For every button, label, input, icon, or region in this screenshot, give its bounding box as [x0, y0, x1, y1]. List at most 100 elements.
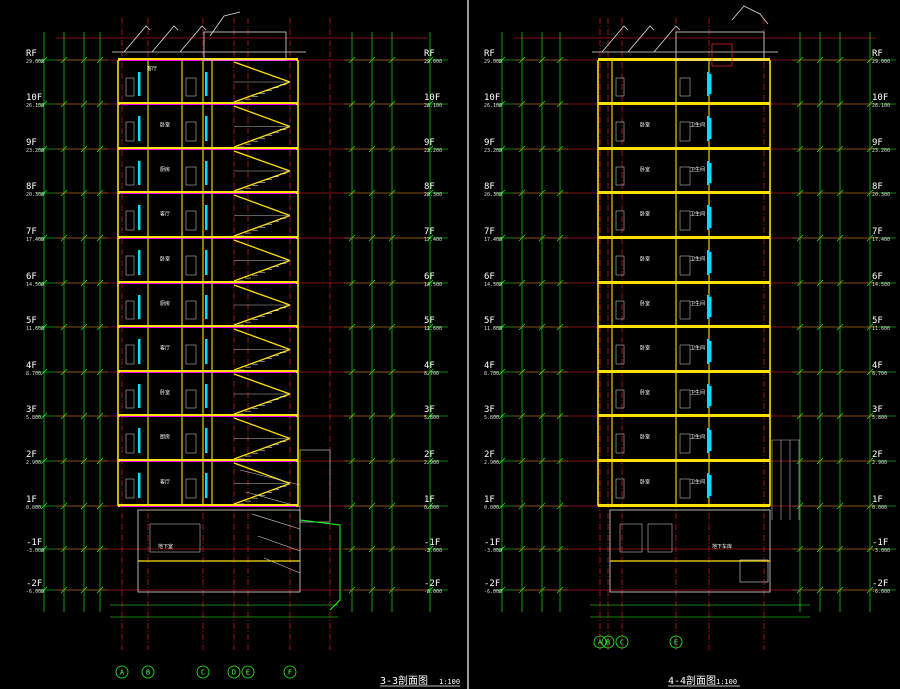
door-opening: [679, 344, 691, 365]
elevation-right: 23.200: [872, 148, 890, 154]
stair-flight-down: [233, 328, 291, 351]
door-opening: [679, 433, 691, 454]
floor-slab: [598, 58, 770, 61]
floor-label-right: 9F: [872, 138, 883, 148]
door-opening: [615, 389, 625, 409]
window-inner: [205, 295, 208, 319]
door-opening: [125, 478, 135, 499]
roof-machine-room: [203, 31, 287, 61]
basement-pit: [739, 559, 769, 583]
door-opening: [679, 121, 691, 142]
basement-stair: [239, 469, 301, 486]
window: [707, 250, 710, 275]
floor-slab: [118, 191, 298, 194]
roof-truss: [123, 25, 151, 53]
right-section-title: 4-4剖面图: [668, 674, 716, 687]
room-label: 卧室: [160, 122, 170, 129]
retaining-wall: [299, 519, 341, 611]
elevation-right: 5.800: [424, 415, 439, 421]
floor-label-right: 2F: [424, 450, 435, 460]
door-opening: [679, 389, 691, 409]
elevation-right: 26.100: [424, 103, 442, 109]
floor-slab: [598, 236, 770, 239]
floor-label-right: 10F: [424, 93, 440, 103]
floor-slab: [598, 325, 770, 328]
elevation-right: 2.900: [872, 460, 887, 466]
door-opening: [185, 433, 197, 454]
floor-label-left: -2F: [26, 579, 42, 589]
floor-slab: [118, 102, 298, 105]
floor-slab: [118, 325, 298, 328]
room-label: 卧室: [640, 166, 650, 173]
axis-bubble-label: B: [146, 669, 150, 677]
door-opening: [615, 166, 625, 186]
room-label: 卧室: [160, 389, 170, 396]
axis-bubble: [115, 665, 129, 679]
elevation-left: 20.300: [484, 192, 502, 198]
room-label-2: 卫生间: [690, 300, 705, 307]
stair-flight-up: [233, 259, 291, 282]
window-inner: [205, 428, 208, 453]
floor-label-left: 5F: [26, 316, 37, 326]
slab-finish: [120, 416, 296, 417]
elevation-right: 11.600: [872, 326, 890, 332]
axis-bubble-label: D: [232, 669, 236, 677]
elevation-left: 20.300: [26, 192, 44, 198]
room-label-2: 卫生间: [690, 434, 705, 441]
section-4-4: 卧室卫生间卧室卫生间卧室卫生间卧室卫生间卧室卫生间卧室卫生间卧室卫生间卧室卫生间…: [484, 5, 896, 687]
slab-finish: [120, 238, 296, 239]
floor-label-right: 6F: [872, 272, 883, 282]
door-opening: [615, 210, 625, 231]
elevation-right: -6.000: [424, 589, 442, 595]
stair-flight-down: [233, 284, 291, 306]
slab-finish: [120, 283, 296, 284]
slab-finish: [120, 193, 296, 194]
axis-bubble: [615, 635, 629, 649]
window: [138, 295, 141, 319]
roof-truss: [179, 25, 207, 53]
stair-flight-down: [233, 373, 291, 395]
window-inner: [709, 386, 712, 406]
room-label: 厨房: [160, 300, 170, 307]
window: [707, 384, 710, 408]
basement-room: [619, 523, 643, 553]
window-inner: [205, 161, 208, 185]
door-opening: [185, 389, 197, 409]
window: [707, 473, 710, 498]
window: [138, 339, 141, 364]
room-label: 客厅: [160, 211, 170, 218]
axis-bubble: [241, 665, 255, 679]
door-opening: [615, 121, 625, 142]
elevation-left: -3.000: [26, 548, 44, 554]
door-opening: [125, 300, 135, 320]
left-dimension-lines: [36, 32, 448, 618]
floor-label-right: 7F: [424, 227, 435, 237]
stair-flight-up: [233, 437, 291, 460]
elevation-left: 5.800: [484, 415, 499, 421]
axis-bubble-label: F: [288, 669, 292, 677]
basement-room-2: [647, 523, 673, 553]
axis-bubble: [669, 635, 683, 649]
elevation-right: 17.400: [872, 237, 890, 243]
elevation-left: 26.100: [484, 103, 502, 109]
room-label: 卧室: [640, 211, 650, 218]
floor-label-right: 8F: [872, 182, 883, 192]
window: [138, 473, 141, 498]
door-opening: [185, 166, 197, 186]
elevation-left: 11.600: [26, 326, 44, 332]
roof-machine-room: [675, 31, 765, 61]
axis-bubble: [141, 665, 155, 679]
floor-label-left: 1F: [26, 495, 37, 505]
door-opening: [125, 255, 135, 276]
elevation-left: 29.000: [26, 59, 44, 65]
room-label-2: 卫生间: [690, 122, 705, 129]
window-inner: [205, 339, 208, 364]
door-opening: [615, 255, 625, 276]
elevation-left: 14.500: [26, 282, 44, 288]
elevation-left: 2.900: [26, 460, 41, 466]
floor-slab: [118, 147, 298, 150]
roof-truss: [627, 25, 655, 53]
window: [138, 384, 141, 408]
